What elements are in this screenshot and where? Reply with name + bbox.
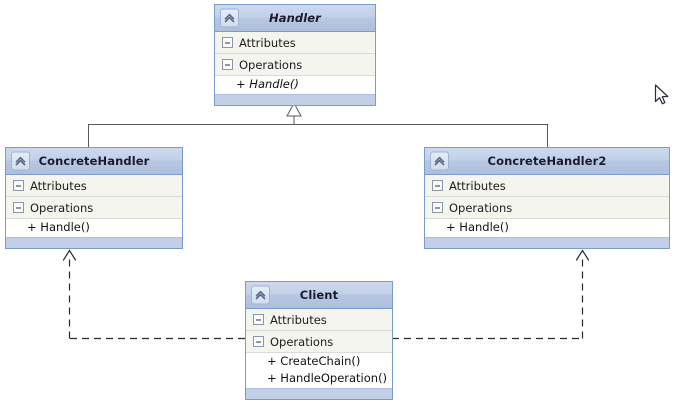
operation-item[interactable]: + CreateChain() <box>267 354 361 368</box>
class-footer-client <box>246 388 392 399</box>
attributes-label: Attributes <box>270 312 327 327</box>
attributes-compartment-concretehandler[interactable]: Attributes <box>6 175 182 197</box>
uml-class-concretehandler2[interactable]: ConcreteHandler2 Attributes Operations +… <box>424 147 670 249</box>
attributes-label: Attributes <box>30 178 87 193</box>
operations-label: Operations <box>270 334 334 349</box>
collapse-expander-icon[interactable] <box>222 37 233 48</box>
class-name-concretehandler: ConcreteHandler <box>38 154 150 168</box>
operations-compartment-client[interactable]: Operations <box>246 331 392 353</box>
class-footer-concretehandler2 <box>425 237 669 248</box>
operations-label: Operations <box>449 200 513 215</box>
attributes-label: Attributes <box>449 178 506 193</box>
operations-list-client: + CreateChain() + HandleOperation() <box>246 353 392 388</box>
chevron-double-up-icon[interactable] <box>220 8 239 28</box>
dependency-client-to-concretehandler <box>62 249 245 340</box>
collapse-expander-icon[interactable] <box>222 59 233 70</box>
class-header-concretehandler2[interactable]: ConcreteHandler2 <box>425 148 669 175</box>
class-footer-concretehandler <box>6 237 182 248</box>
operation-item[interactable]: + Handle() <box>27 220 90 234</box>
operation-item[interactable]: + HandleOperation() <box>267 371 388 385</box>
class-header-concretehandler[interactable]: ConcreteHandler <box>6 148 182 175</box>
uml-class-client[interactable]: Client Attributes Operations + CreateCha… <box>245 281 393 400</box>
operations-compartment-concretehandler2[interactable]: Operations <box>425 197 669 219</box>
collapse-expander-icon[interactable] <box>432 180 443 191</box>
class-name-concretehandler2: ConcreteHandler2 <box>487 154 607 168</box>
operation-item[interactable]: + Handle() <box>236 77 299 91</box>
uml-class-concretehandler[interactable]: ConcreteHandler Attributes Operations + … <box>5 147 183 249</box>
operations-list-concretehandler: + Handle() <box>6 219 182 237</box>
class-name-client: Client <box>299 288 339 302</box>
collapse-expander-icon[interactable] <box>253 314 264 325</box>
class-header-handler[interactable]: Handler <box>215 5 375 32</box>
collapse-expander-icon[interactable] <box>253 336 264 347</box>
operations-label: Operations <box>30 200 94 215</box>
operations-compartment-handler[interactable]: Operations <box>215 54 375 76</box>
class-footer-handler <box>215 94 375 105</box>
operation-item[interactable]: + Handle() <box>446 220 509 234</box>
class-header-client[interactable]: Client <box>246 282 392 309</box>
attributes-compartment-client[interactable]: Attributes <box>246 309 392 331</box>
chevron-double-up-icon[interactable] <box>251 285 270 305</box>
operations-label: Operations <box>239 57 303 72</box>
attributes-compartment-concretehandler2[interactable]: Attributes <box>425 175 669 197</box>
operations-compartment-concretehandler[interactable]: Operations <box>6 197 182 219</box>
uml-class-handler[interactable]: Handler Attributes Operations + Handle() <box>214 4 376 106</box>
attributes-label: Attributes <box>239 35 296 50</box>
attributes-compartment-handler[interactable]: Attributes <box>215 32 375 54</box>
chevron-double-up-icon[interactable] <box>11 151 30 171</box>
operations-list-handler: + Handle() <box>215 76 375 94</box>
generalization-arrow-handler <box>286 101 302 125</box>
collapse-expander-icon[interactable] <box>13 202 24 213</box>
dependency-client-to-concretehandler2 <box>392 249 590 340</box>
collapse-expander-icon[interactable] <box>432 202 443 213</box>
class-name-handler: Handler <box>269 11 321 25</box>
operations-list-concretehandler2: + Handle() <box>425 219 669 237</box>
collapse-expander-icon[interactable] <box>13 180 24 191</box>
chevron-double-up-icon[interactable] <box>430 151 449 171</box>
